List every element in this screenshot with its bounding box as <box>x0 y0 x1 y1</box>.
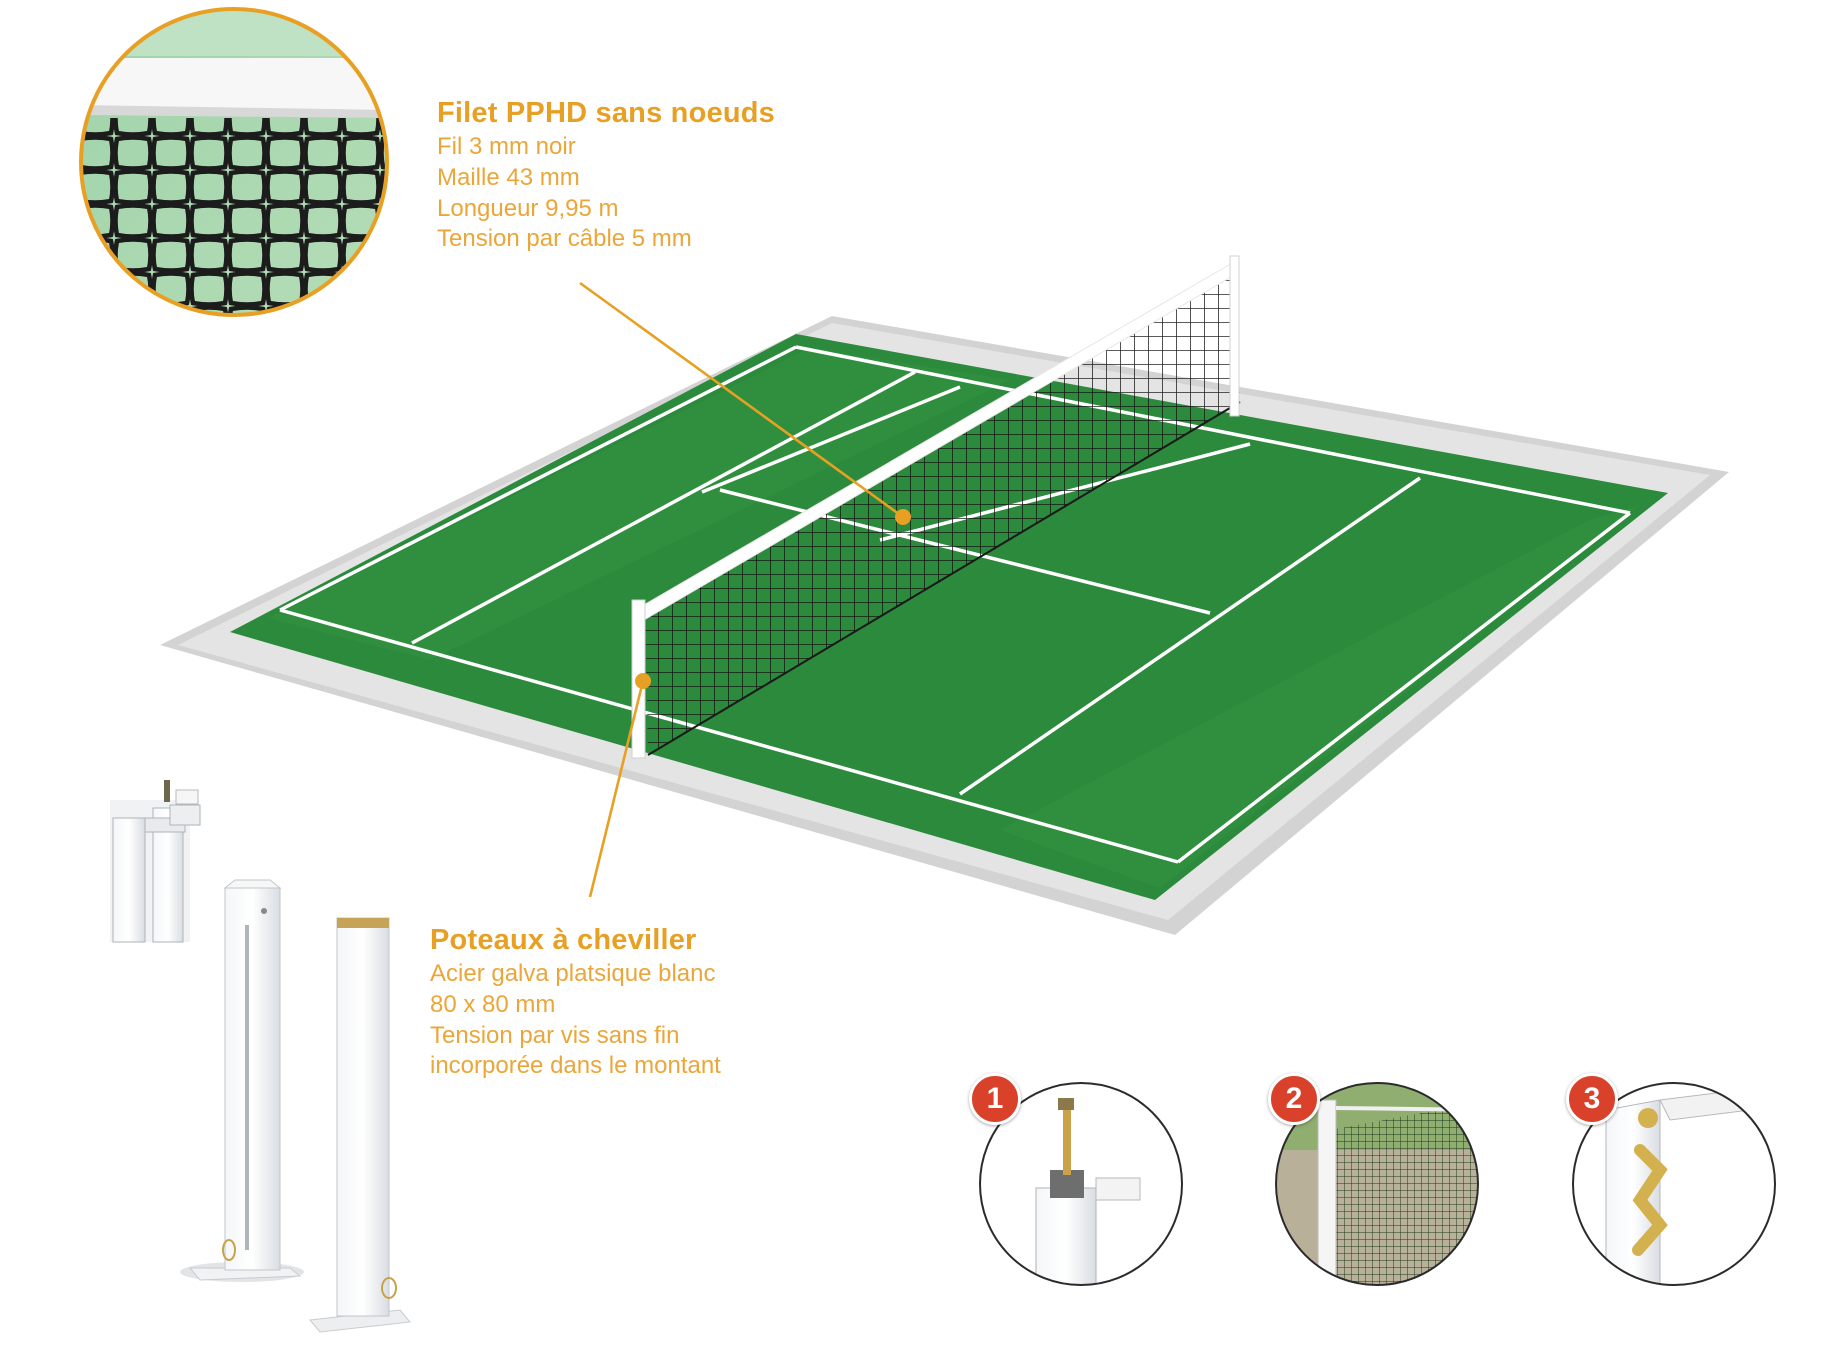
step-badge-2: 2 <box>1268 1073 1320 1125</box>
net-callout-line-3: Longueur 9,95 m <box>437 194 619 222</box>
post-leader-line <box>588 680 645 898</box>
net-callout-line-2: Maille 43 mm <box>437 163 580 191</box>
net-callout-dot <box>895 509 911 525</box>
post-callout-line-3: Tension par vis sans fin <box>430 1021 680 1049</box>
callout-leaders <box>579 281 904 898</box>
net-callout: Filet PPHD sans noeuds Fil 3 mm noir Mai… <box>437 95 775 255</box>
post-detail-photo-icon <box>110 780 411 1333</box>
post-callout-line-4: incorporée dans le montant <box>430 1052 721 1080</box>
net-detail-zoom-icon <box>79 7 389 317</box>
step-badge-3: 3 <box>1566 1073 1618 1125</box>
post-callout: Poteaux à cheviller Acier galva platsiqu… <box>430 922 721 1082</box>
post-callout-dot <box>635 673 651 689</box>
post-callout-line-1: Acier galva platsique blanc <box>430 960 716 988</box>
net-callout-line-4: Tension par câble 5 mm <box>437 225 692 253</box>
court <box>160 316 1729 935</box>
post-callout-title: Poteaux à cheviller <box>430 924 697 956</box>
court-band-left <box>268 348 1010 660</box>
step-badge-1: 1 <box>969 1073 1021 1125</box>
court-band-right <box>1000 505 1640 888</box>
net-callout-line-1: Fil 3 mm noir <box>437 133 576 161</box>
net-leader-line <box>579 281 904 519</box>
post-callout-line-2: 80 x 80 mm <box>430 990 556 1018</box>
tennis-net <box>631 255 1241 759</box>
net-post-far <box>1229 255 1240 417</box>
net-callout-title: Filet PPHD sans noeuds <box>437 97 775 129</box>
